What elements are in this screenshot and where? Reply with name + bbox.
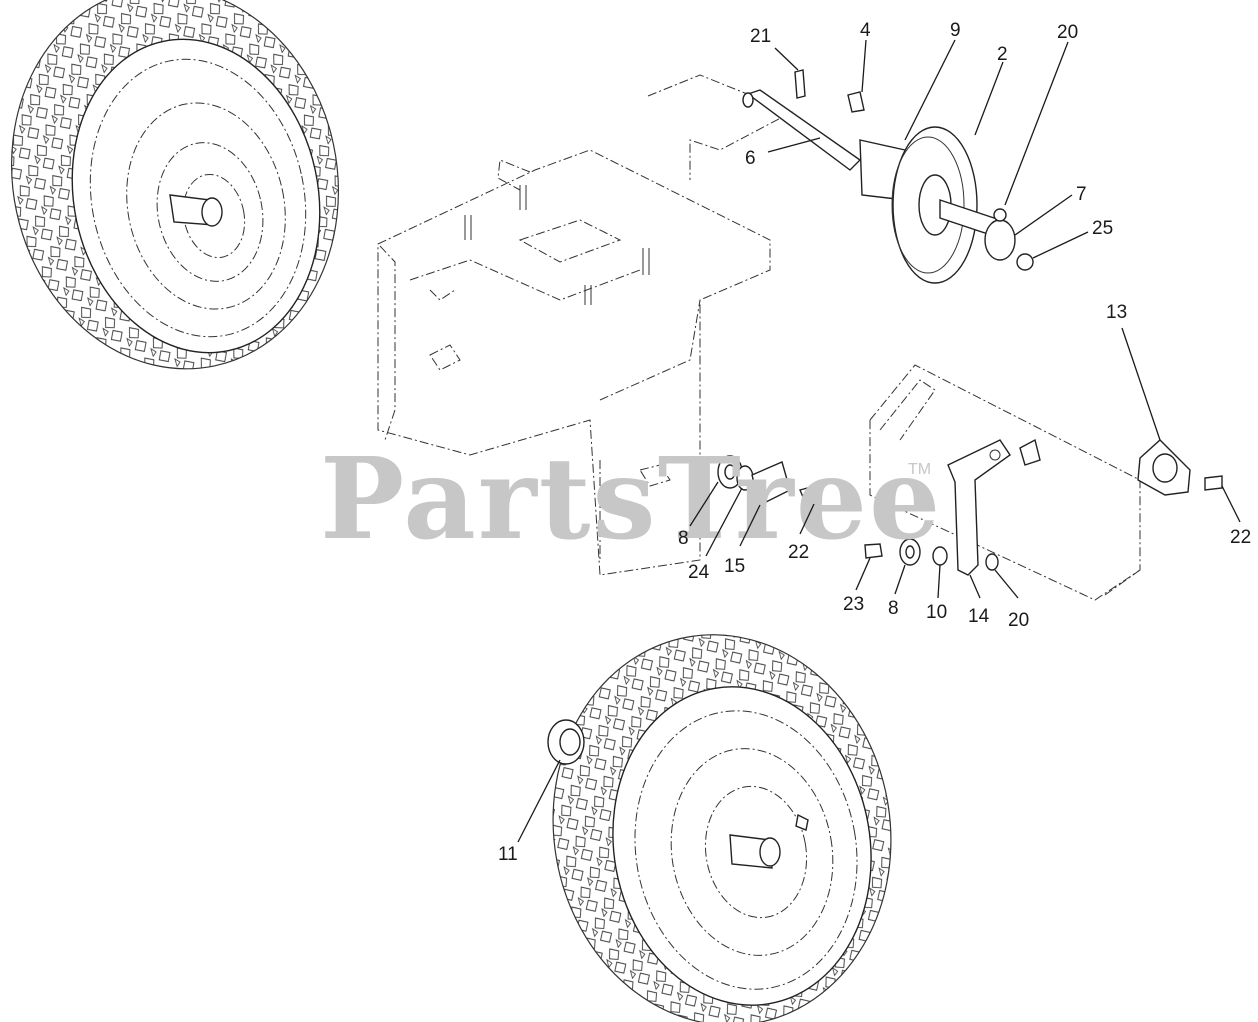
callout-22-right: 22 xyxy=(1230,527,1251,548)
leader-lines xyxy=(517,39,1241,843)
callout-6: 6 xyxy=(745,148,756,169)
callout-8-left: 8 xyxy=(678,528,689,549)
wheel-bottom xyxy=(552,634,892,1022)
callout-20-bottom: 20 xyxy=(1008,610,1029,631)
hub-cap-11 xyxy=(547,719,585,765)
callout-labels: 21 4 9 2 20 6 7 25 13 22 8 24 15 22 23 8… xyxy=(498,20,1251,865)
callout-23: 23 xyxy=(843,594,864,615)
small-parts-left xyxy=(717,455,821,507)
callout-9: 9 xyxy=(950,20,961,41)
callout-8-right: 8 xyxy=(888,598,899,619)
callout-4: 4 xyxy=(860,20,871,41)
callout-24: 24 xyxy=(688,562,710,583)
watermark-trademark: TM xyxy=(908,461,931,478)
callout-21: 21 xyxy=(750,26,771,47)
callout-22-left: 22 xyxy=(788,542,809,563)
wheel-top-left xyxy=(10,0,340,370)
callout-13: 13 xyxy=(1106,302,1127,323)
frame-housing xyxy=(377,74,794,576)
axle-assembly xyxy=(742,69,1034,284)
callout-7: 7 xyxy=(1076,184,1087,205)
callout-2: 2 xyxy=(997,44,1008,65)
watermark: PartsTree TM xyxy=(320,434,942,565)
callout-14: 14 xyxy=(968,606,990,627)
watermark-text: PartsTree xyxy=(320,434,942,565)
small-parts-right xyxy=(864,538,999,571)
callout-25: 25 xyxy=(1092,218,1113,239)
callout-15: 15 xyxy=(724,556,745,577)
bracket-plate xyxy=(869,364,1141,601)
callout-11: 11 xyxy=(498,844,518,865)
callout-20-top: 20 xyxy=(1057,22,1078,43)
flange-bearing-13 xyxy=(1137,439,1223,496)
callout-10: 10 xyxy=(926,602,947,623)
